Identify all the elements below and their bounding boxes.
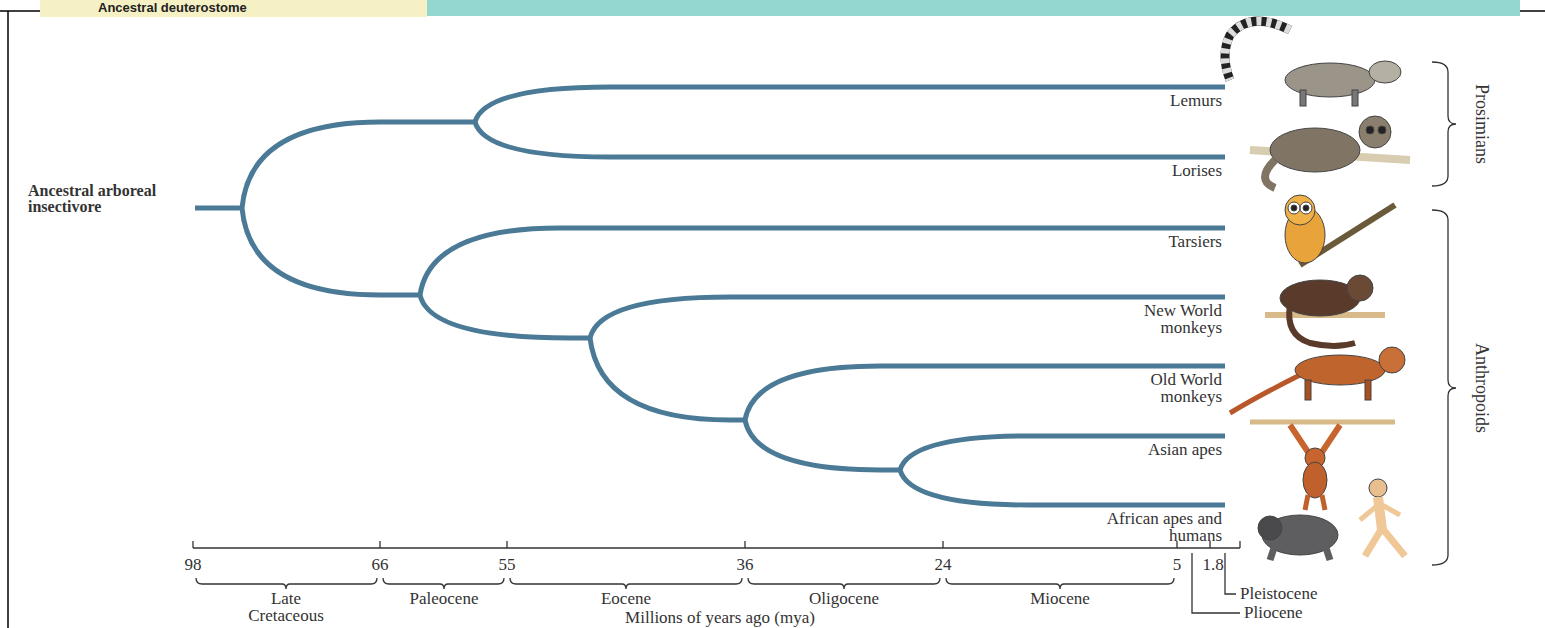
axis-title: Millions of years ago (mya) (560, 609, 880, 626)
time-axis (193, 541, 1240, 613)
taxon-label: Lemurs (1092, 92, 1222, 109)
group-label: Anthropoids (1473, 308, 1491, 468)
epoch-label: Pleistocene (1240, 585, 1440, 602)
ancestor-label: Ancestral arboreal insectivore (28, 183, 168, 215)
axis-number: 66 (360, 556, 400, 573)
axis-number: 24 (923, 556, 963, 573)
axis-number: 98 (173, 556, 213, 573)
header-bar (40, 0, 1520, 16)
header-text: Ancestral deuterostome (98, 0, 427, 16)
taxon-label: Asian apes (1092, 441, 1222, 458)
frame-line (7, 11, 9, 628)
taxon-label: New World monkeys (1100, 302, 1222, 336)
primate-pictures (1225, 21, 1410, 560)
taxon-label: African apes and humans (1090, 510, 1222, 544)
axis-number: 36 (725, 556, 765, 573)
axis-number: 5 (1167, 556, 1187, 573)
epoch-label: Eocene (556, 590, 696, 607)
taxon-label: Lorises (1092, 162, 1222, 179)
taxon-label: Old World monkeys (1100, 371, 1222, 405)
epoch-label: Miocene (990, 590, 1130, 607)
brackets (1432, 62, 1456, 565)
header-box: Ancestral deuterostome (40, 0, 427, 17)
group-label: Prosimians (1473, 44, 1491, 204)
branches (195, 87, 1225, 505)
epoch-label: Late Cretaceous (236, 590, 336, 624)
axis-number: 1.8 (1198, 556, 1228, 573)
axis-number: 55 (487, 556, 527, 573)
epoch-label: Paleocene (384, 590, 504, 607)
taxon-label: Tarsiers (1092, 233, 1222, 250)
epoch-label: Oligocene (774, 590, 914, 607)
epoch-label: Pliocene (1244, 604, 1444, 621)
